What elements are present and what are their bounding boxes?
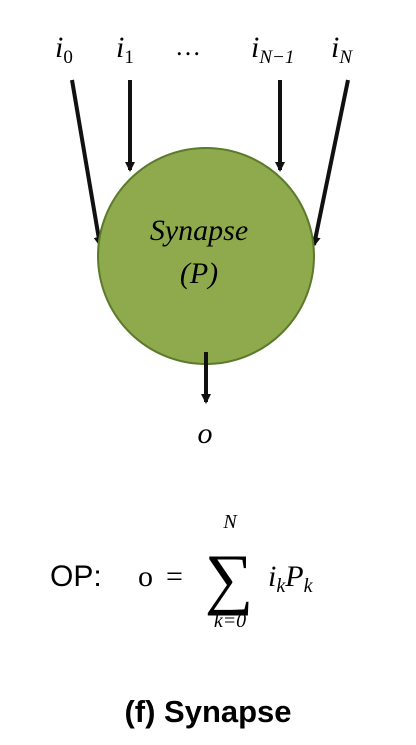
input-label-iN-1: iN−1 [251, 31, 294, 68]
input-arrow-i0 [70, 79, 104, 247]
input-label-iN: iN [331, 31, 353, 68]
formula-term: ikPk [268, 560, 314, 597]
formula-sum-upper: N [222, 511, 238, 533]
input-label-i1: i1 [116, 31, 134, 68]
output-label: o [198, 417, 213, 450]
synapse-node-param: (P) [180, 257, 218, 290]
formula-sum-lower: k=0 [214, 610, 246, 632]
formula-prefix: OP: [50, 560, 102, 593]
input-ellipsis: … [175, 32, 201, 61]
synapse-node-name: Synapse [150, 214, 248, 247]
input-arrow-iN [310, 79, 350, 247]
synapse-node [97, 147, 315, 365]
figure-caption: (f) Synapse [124, 694, 291, 729]
formula-equals: = [166, 560, 183, 593]
formula-sum-symbol: ∑ [205, 540, 253, 616]
formula-lhs: o [138, 560, 153, 593]
input-label-i0: i0 [55, 31, 73, 68]
